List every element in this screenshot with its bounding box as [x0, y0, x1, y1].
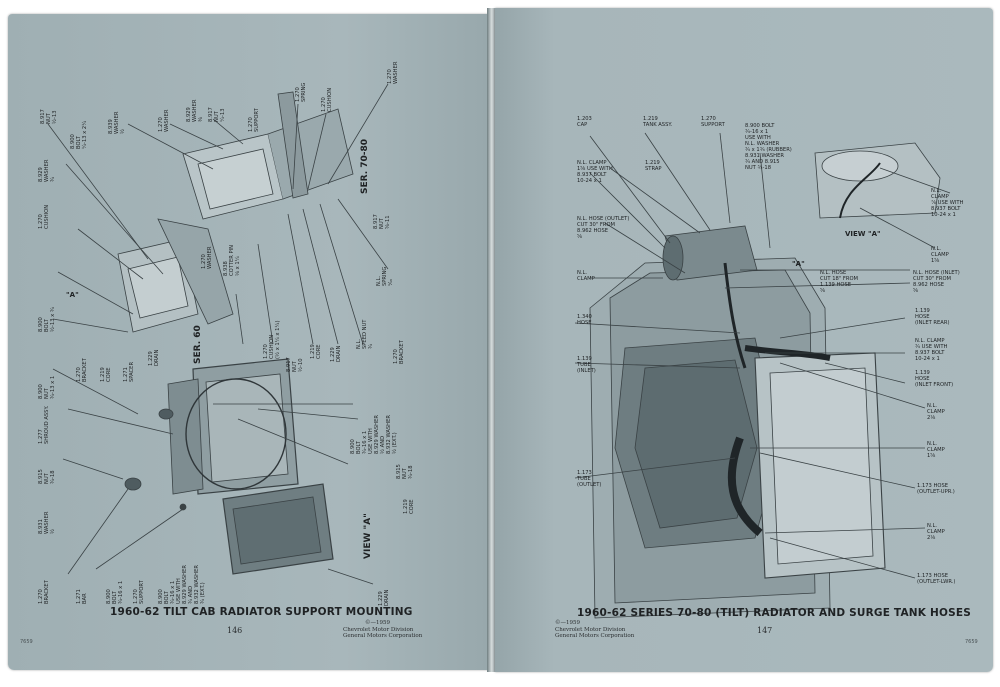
view-label: VIEW "A" [363, 513, 373, 559]
radiator-support-illustration [47, 83, 389, 585]
right-corner-code: 7659 [965, 639, 978, 645]
left-page-number: 146 [227, 626, 243, 635]
callout-label: "A" [66, 291, 79, 299]
right-page-caption: 1960-62 SERIES 70-80 (TILT) RADIATOR AND… [577, 607, 971, 619]
right-page-number: 147 [757, 626, 773, 635]
callout-label: "A" [792, 260, 805, 268]
series-label-60: SER. 60 [193, 325, 203, 364]
book-spine [487, 8, 497, 672]
part-label: N.L.CLAMP [577, 270, 595, 282]
series-label-70-80: SER. 70-80 [360, 138, 370, 194]
part-label: 1.173 HOSE(OUTLET-UPR.) [917, 483, 955, 495]
right-page-imprint: ©—1959 Chevrolet Motor Division General … [555, 620, 635, 639]
radiator-hose-illustration [574, 132, 951, 619]
left-corner-code: 7659 [20, 639, 33, 645]
part-label: 1.173 HOSE(OUTLET-LWR.) [917, 573, 956, 585]
left-page-caption: 1960-62 TILT CAB RADIATOR SUPPORT MOUNTI… [110, 606, 413, 618]
view-label: VIEW "A" [845, 230, 881, 238]
left-page-imprint: ©—1959 Chevrolet Motor Division General … [343, 620, 423, 639]
